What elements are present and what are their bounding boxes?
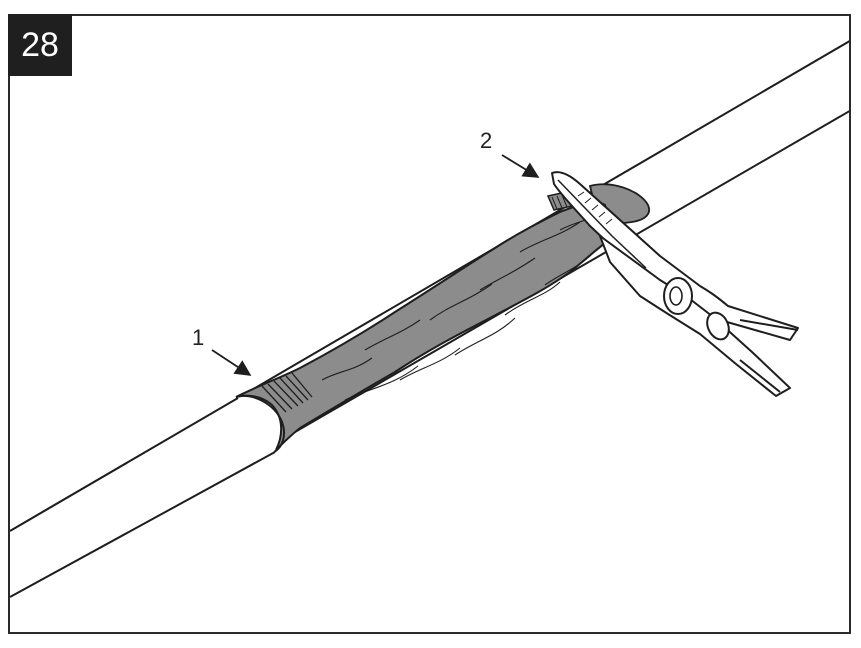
callout-1-arrow xyxy=(211,349,252,376)
callout-2-label: 2 xyxy=(480,128,492,153)
sleeve-ribbing xyxy=(261,372,313,413)
sleeve-tab-ribs xyxy=(551,194,568,210)
pliers-handle-hole xyxy=(706,311,730,341)
callout-1: 1 xyxy=(192,325,252,376)
sleeve-left-end xyxy=(235,394,285,453)
sleeve-wrinkles xyxy=(321,213,601,401)
callout-1-label: 1 xyxy=(192,325,204,350)
pliers-upper-jaw xyxy=(551,171,799,341)
pliers xyxy=(551,171,799,397)
sleeve xyxy=(235,201,614,451)
callout-2: 2 xyxy=(480,128,540,178)
step-number-badge: 28 xyxy=(8,14,72,76)
pliers-serrations xyxy=(577,191,613,225)
rod-fill xyxy=(10,396,285,603)
callout-2-arrow xyxy=(501,154,540,178)
